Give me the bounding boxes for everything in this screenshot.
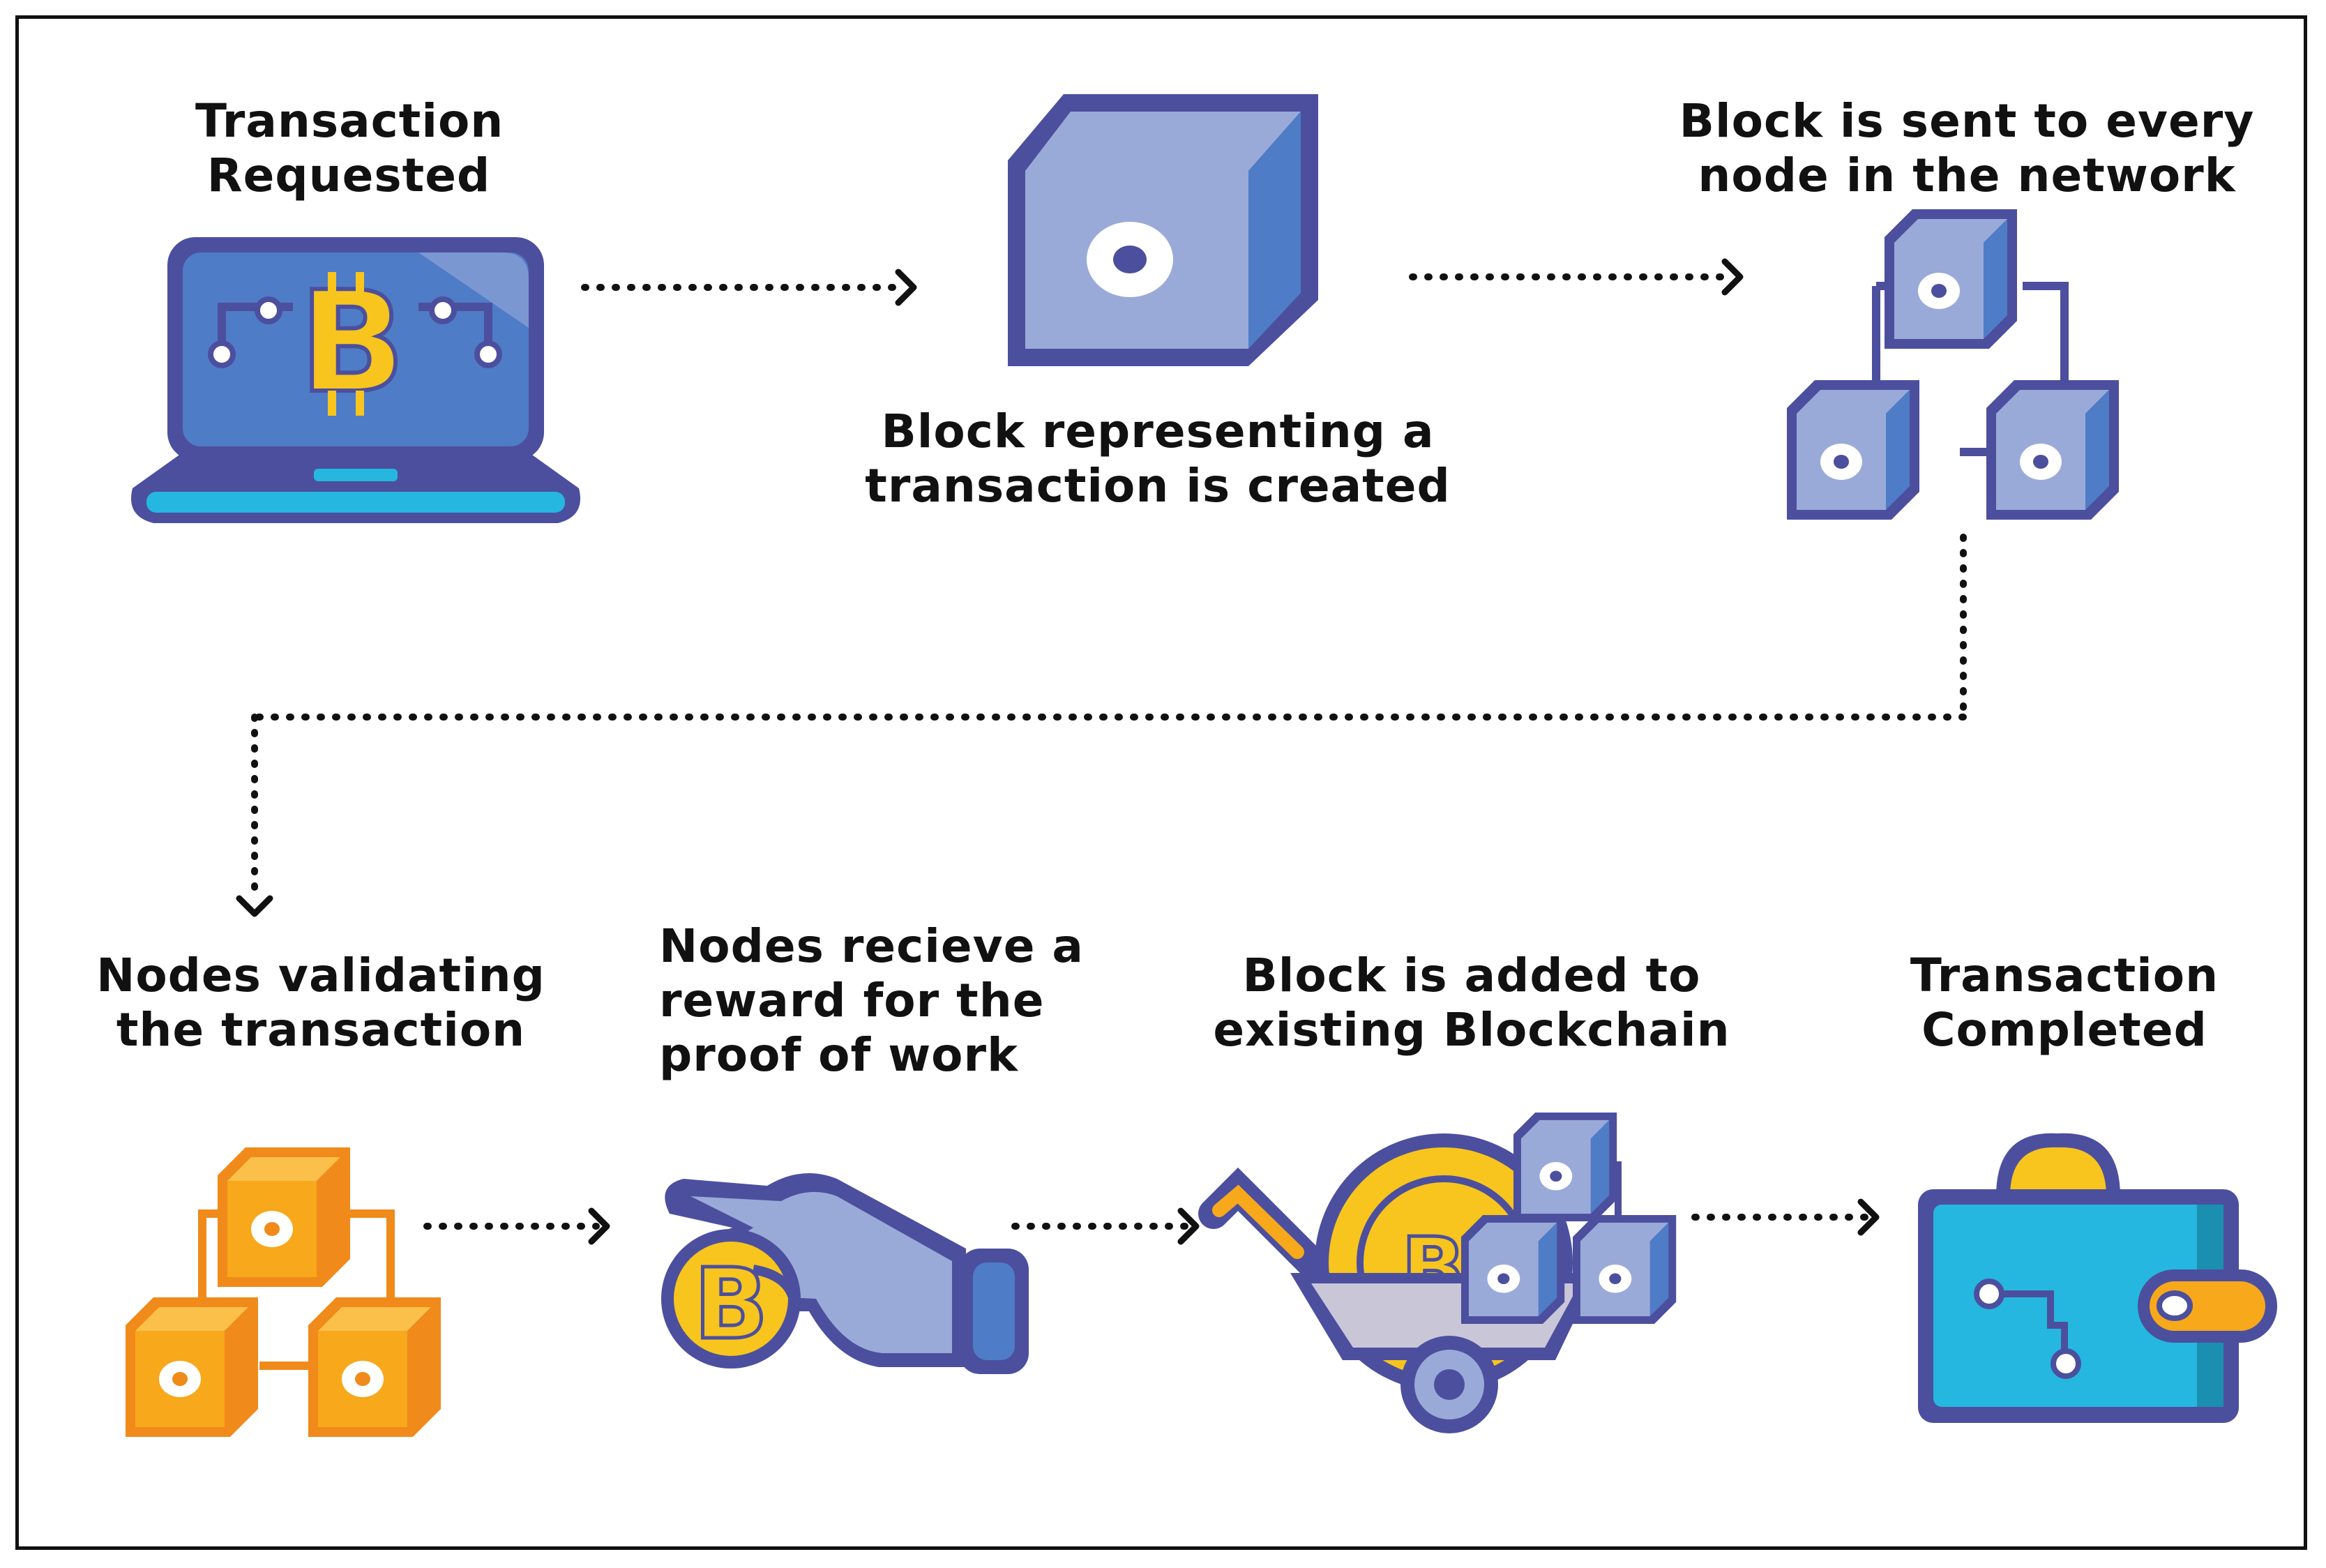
network-blocks-icon — [1787, 209, 2119, 520]
step-7-line2: Completed — [1921, 1003, 2207, 1057]
block-cube-icon — [1008, 94, 1318, 366]
arrow-4 — [1011, 1211, 1196, 1242]
step-3-label: Block is sent to every node in the netwo… — [1632, 94, 2302, 203]
step-5-label: Nodes recieve a reward for the proof of … — [659, 919, 1161, 1083]
arrow-1 — [581, 272, 914, 303]
step-6-label: Block is added to existing Blockchain — [1186, 949, 1758, 1057]
step-6-line1: Block is added to — [1242, 949, 1701, 1002]
step-1-line2: Requested — [206, 149, 491, 202]
step-4-line1: Nodes validating — [96, 949, 545, 1002]
hand-coin-icon: B — [661, 1173, 1029, 1374]
step-5-line1: Nodes recieve a — [659, 919, 1084, 973]
step-2-line1: Block representing a — [881, 405, 1435, 458]
step-1-label: Transaction Requested — [195, 94, 504, 203]
step-3-line2: node in the network — [1698, 149, 2236, 202]
wallet-coin-icon — [1918, 1133, 2277, 1423]
laptop-bitcoin-icon: B — [131, 237, 580, 523]
step-1-line1: Transaction — [195, 94, 504, 148]
step-4-label: Nodes validating the transaction — [63, 949, 579, 1057]
arrow-3 — [423, 1211, 607, 1242]
arrow-2 — [1409, 262, 1740, 292]
step-3-line1: Block is sent to every — [1679, 94, 2255, 148]
step-7-label: Transaction Completed — [1883, 949, 2246, 1057]
svg-text:B: B — [694, 1248, 769, 1362]
step-5-line2: reward for the — [659, 974, 1045, 1027]
wheelbarrow-blocks-icon: B — [1198, 1113, 1677, 1433]
step-6-line2: existing Blockchain — [1213, 1003, 1730, 1057]
step-2-label: Block representing a transaction is crea… — [823, 405, 1493, 513]
connector-arrow — [239, 534, 1967, 914]
svg-text:B: B — [299, 262, 405, 424]
arrow-5 — [1691, 1202, 1876, 1232]
orange-network-blocks-icon — [126, 1147, 441, 1437]
step-7-line1: Transaction — [1910, 949, 2219, 1002]
step-2-line2: transaction is created — [865, 459, 1451, 513]
step-4-line2: the transaction — [116, 1003, 526, 1057]
step-5-line3: proof of work — [659, 1028, 1018, 1082]
